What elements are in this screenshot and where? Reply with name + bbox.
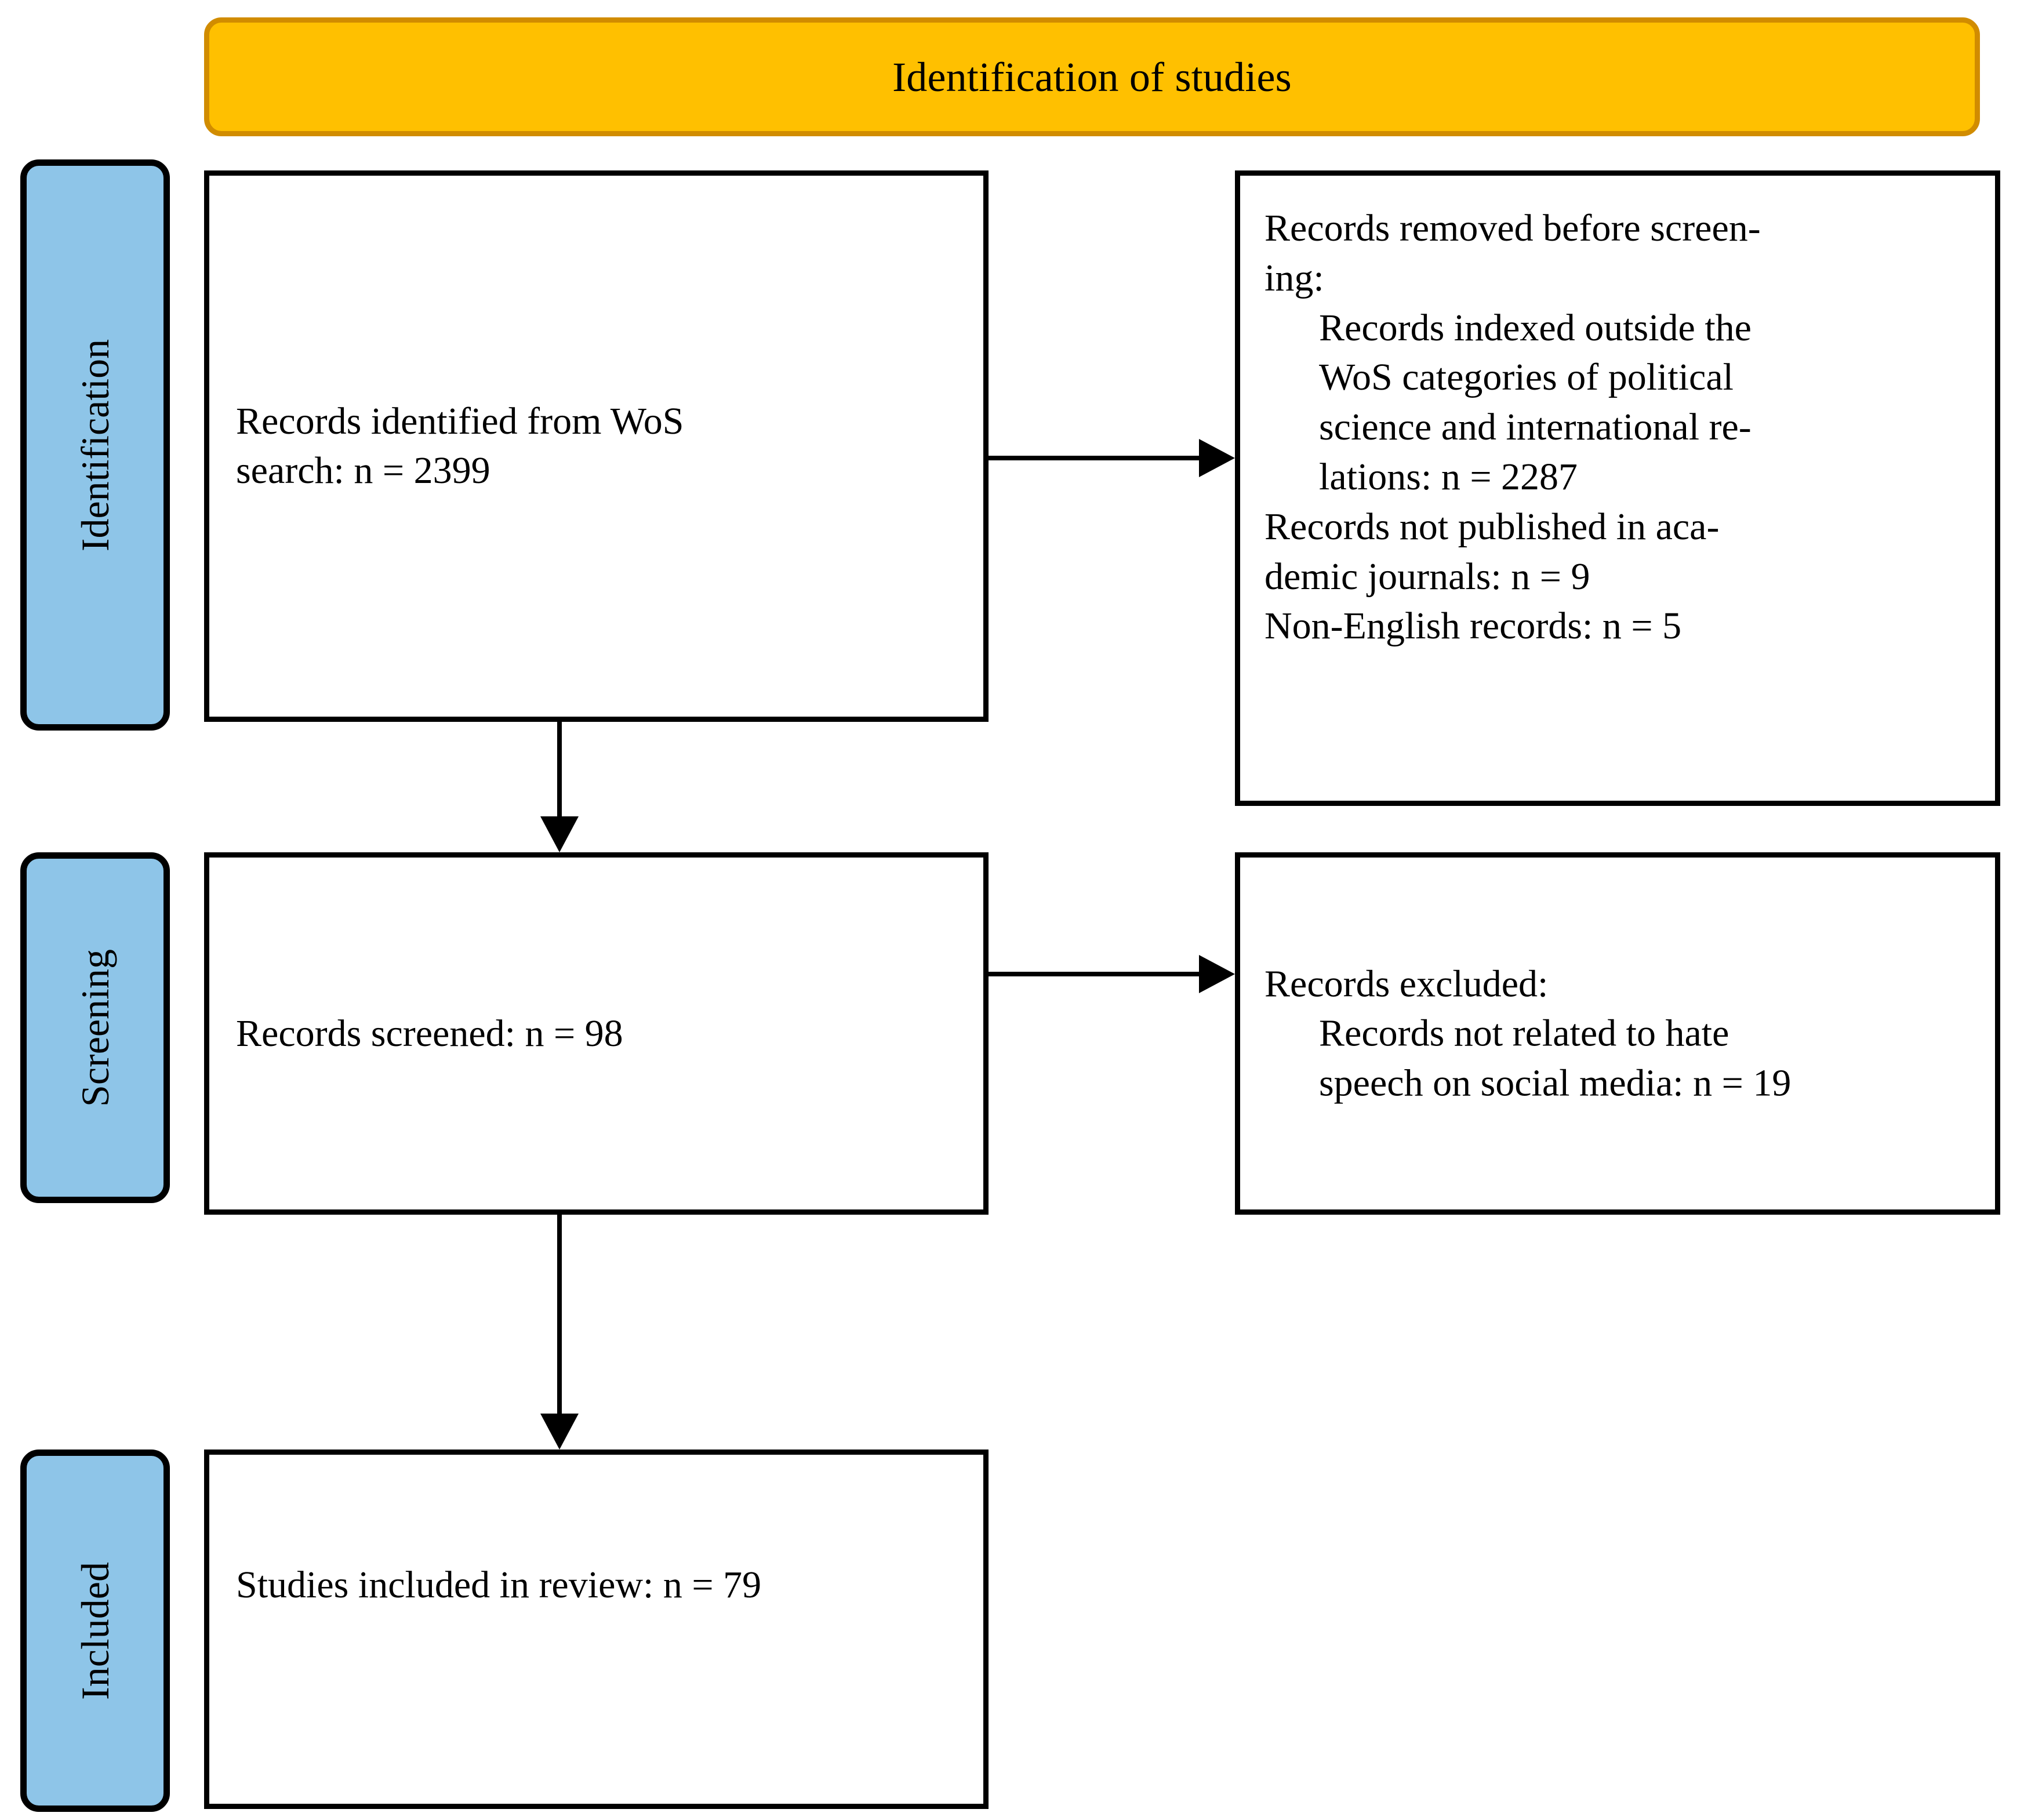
stage-pill-included: Included <box>20 1450 170 1812</box>
records-excluded-heading: Records excluded: <box>1264 962 1549 1005</box>
identification-of-studies-banner: Identification of studies <box>204 17 1980 136</box>
records-removed-heading-line2: ing: <box>1264 256 1324 299</box>
studies-included-line1: Studies included in review: n = 79 <box>236 1564 762 1606</box>
records-removed-item-0-line2: science and international re- <box>1319 406 1752 449</box>
stage-label-identification: Identification <box>73 339 118 551</box>
records-removed-item-2-line0: Non-English records: n = 5 <box>1264 605 1682 648</box>
records-removed-item-1-line1: demic journals: n = 9 <box>1264 555 1590 598</box>
records-removed-item-0: Records indexed outside the WoS categori… <box>1264 303 1972 502</box>
stage-label-screening: Screening <box>73 949 117 1107</box>
records-identified-line2: search: n = 2399 <box>236 449 490 492</box>
records-removed-heading-line1: Records removed before screen- <box>1264 207 1761 249</box>
records-removed-item-1-line0: Records not published in aca- <box>1264 505 1720 548</box>
records-removed-item-0-line1: WoS categories of political <box>1319 356 1734 399</box>
stage-label-included: Included <box>73 1561 117 1700</box>
records-excluded-item-0-line0: Records not related to hate <box>1319 1012 1729 1055</box>
records-excluded-item-0: Records not related to hate speech on so… <box>1264 1009 1972 1109</box>
records-screened-line1: Records screened: n = 98 <box>236 1012 623 1055</box>
box-records-identified: Records identified from WoS search: n = … <box>204 170 989 722</box>
box-records-screened: Records screened: n = 98 <box>204 852 989 1215</box>
stage-pill-screening: Screening <box>20 852 170 1203</box>
records-removed-item-1: Records not published in aca- demic jour… <box>1264 502 1972 602</box>
records-identified-line1: Records identified from WoS <box>236 399 684 442</box>
box-records-excluded: Records excluded: Records not related to… <box>1235 852 2000 1215</box>
banner-title: Identification of studies <box>892 53 1292 100</box>
box-records-removed: Records removed before screen- ing: Reco… <box>1235 170 2000 806</box>
stage-pill-identification: Identification <box>20 159 170 731</box>
records-excluded-item-0-line1: speech on social media: n = 19 <box>1319 1062 1792 1105</box>
records-removed-heading: Records removed before screen- ing: <box>1264 204 1972 303</box>
records-excluded-heading-wrap: Records excluded: <box>1264 959 1972 1009</box>
records-removed-item-2: Non-English records: n = 5 <box>1264 601 1972 651</box>
records-removed-item-0-line3: lations: n = 2287 <box>1319 455 1578 498</box>
records-removed-item-0-line0: Records indexed outside the <box>1319 306 1752 349</box>
box-studies-included: Studies included in review: n = 79 <box>204 1450 989 1809</box>
